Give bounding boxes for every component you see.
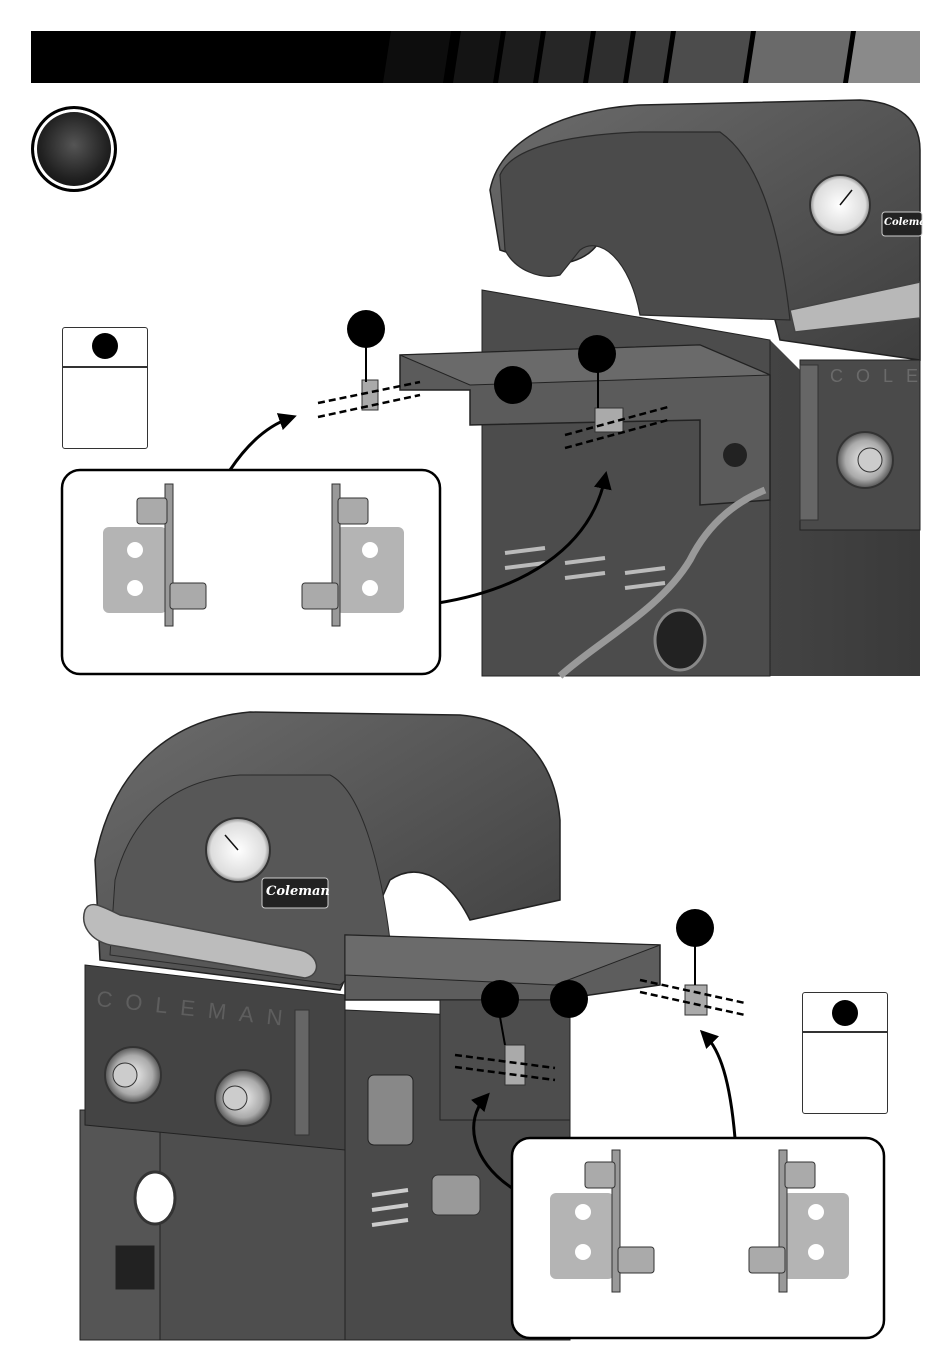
hardware-box-bottom xyxy=(802,992,888,1114)
bracket-part xyxy=(505,1045,525,1085)
shelf-hole xyxy=(723,443,747,467)
hardware-callout xyxy=(92,333,118,359)
hardware-box-top xyxy=(62,327,148,449)
brand-logo-text: Coleman xyxy=(266,884,330,899)
part-callout xyxy=(578,335,616,373)
bracket-orientation-detail-top xyxy=(62,470,440,674)
part-callout xyxy=(550,980,588,1018)
bracket-orientation-detail-bottom xyxy=(512,1138,884,1338)
part-callout xyxy=(347,310,385,348)
hardware-callout xyxy=(832,1000,858,1026)
part-callout xyxy=(494,366,532,404)
brand-logo-text: Coleman xyxy=(884,217,933,228)
part-callout xyxy=(676,909,714,947)
engraved-brand-top: COLE xyxy=(830,366,931,387)
part-callout xyxy=(481,980,519,1018)
